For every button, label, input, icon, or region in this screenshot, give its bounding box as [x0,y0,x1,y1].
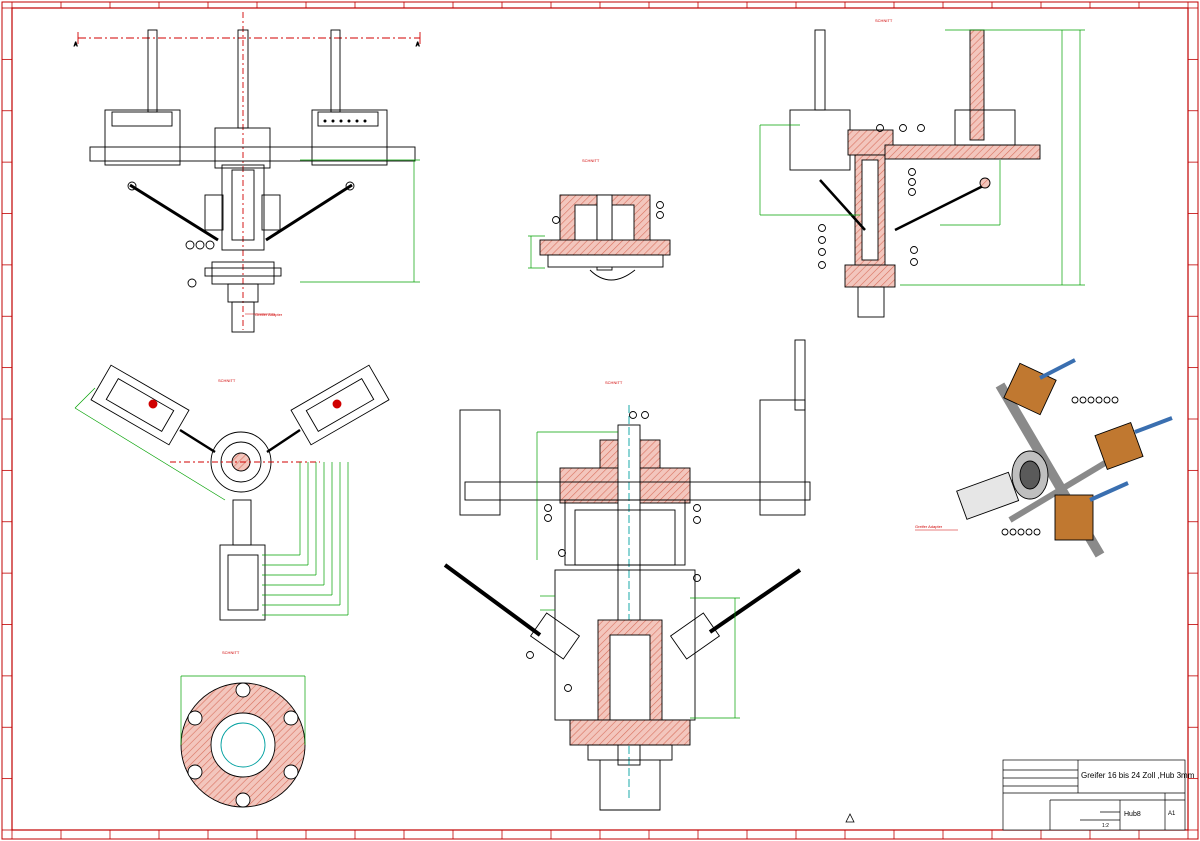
drawing-name: Hub8 [1124,811,1141,818]
section-view-small: SCHNITT [528,158,671,281]
orientation-mark [845,813,855,823]
title-block: Greifer 16 bis 24 Zoll ,Hub 3mm Hub8 1:2… [1002,759,1195,831]
flange-view: SCHNITT [180,650,306,808]
section-marker-right: A [416,42,420,48]
isometric-view: Greifer Adapter [915,358,1173,558]
section-marker-left: A [74,42,78,48]
sheet-size: A1 [1168,811,1176,817]
front-view: A A [74,12,421,333]
adapter-label-front: Greifer Adapter [255,312,283,317]
svg-text:SCHNITT: SCHNITT [582,158,600,163]
svg-text:SCHNITT: SCHNITT [605,380,623,385]
svg-text:SCHNITT: SCHNITT [875,18,893,23]
adapter-label-iso: Greifer Adapter [915,524,943,529]
top-view: SCHNITT [74,364,390,621]
main-section-view: SCHNITT [443,339,811,811]
section-view-right: SCHNITT [759,18,1085,318]
drawing-title: Greifer 16 bis 24 Zoll ,Hub 3mm [1081,771,1195,780]
drawing-scale: 1:2 [1102,823,1109,829]
svg-text:SCHNITT: SCHNITT [218,378,236,383]
svg-text:SCHNITT: SCHNITT [222,650,240,655]
